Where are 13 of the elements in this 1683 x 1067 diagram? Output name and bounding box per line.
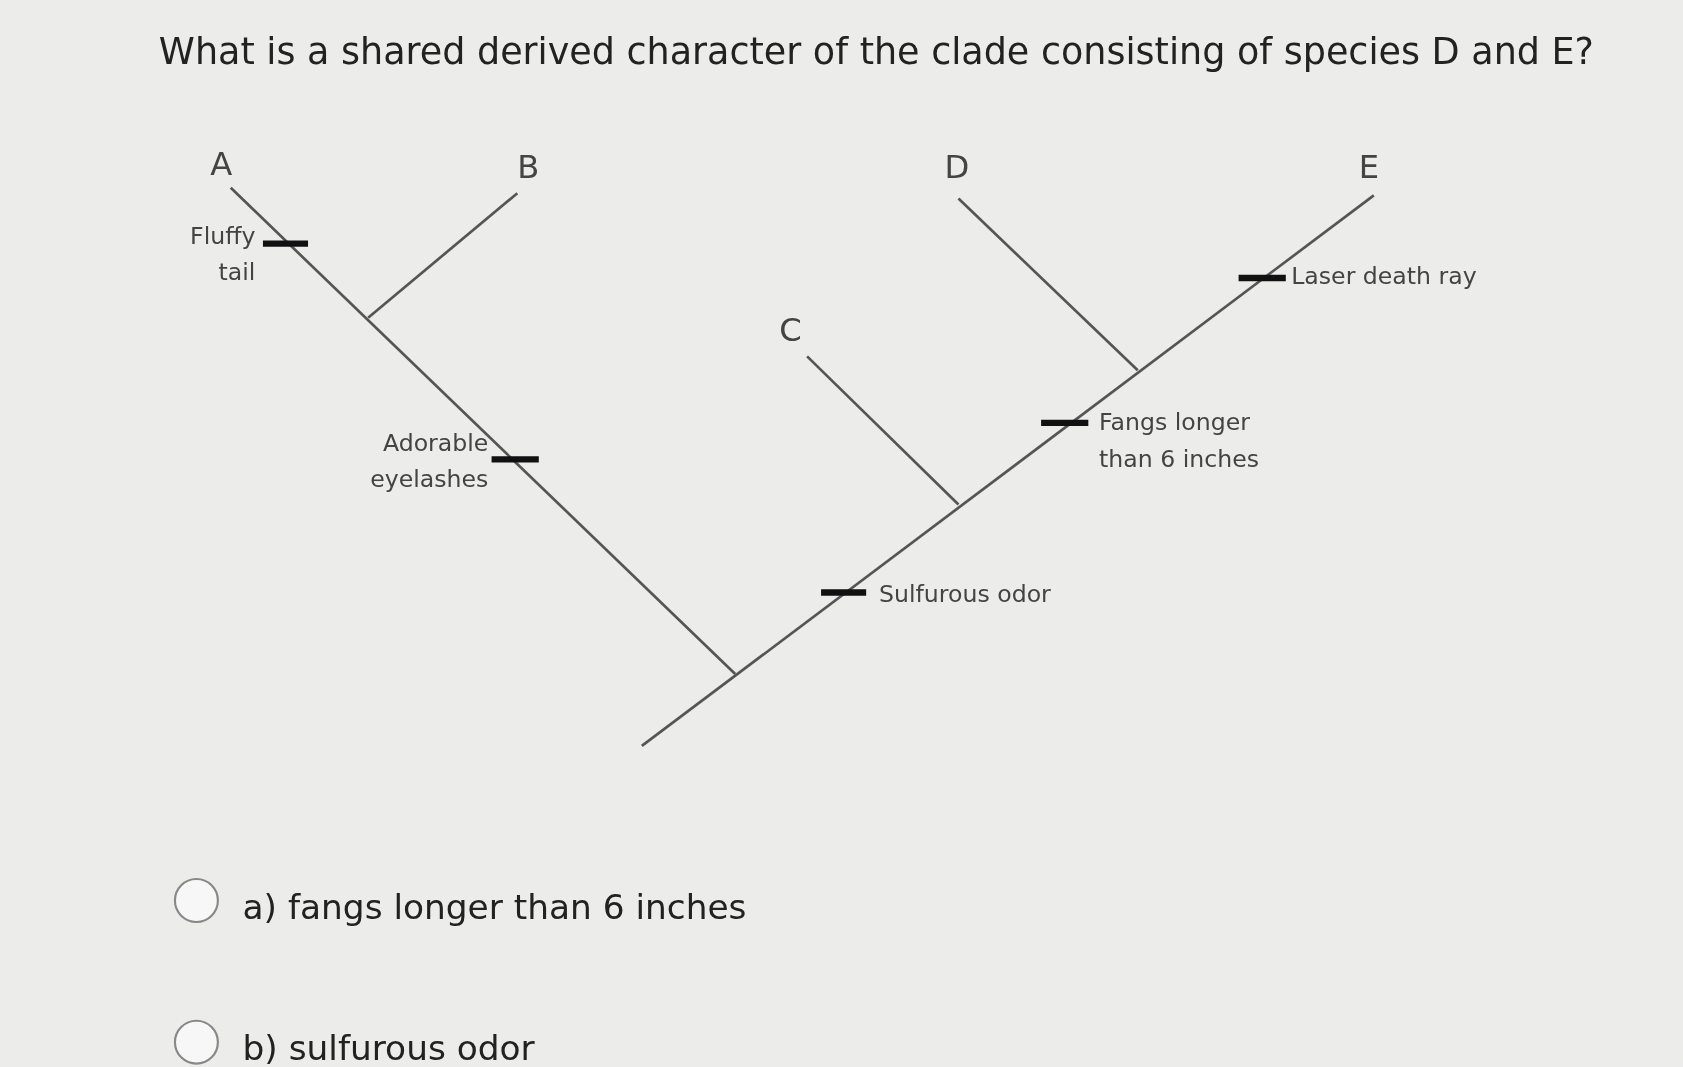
trait-label: Fangs longer than 6 inches <box>1099 407 1261 475</box>
question-text: What is a shared derived character of the clade consisting of species D and E? <box>158 30 1594 73</box>
answer-option: b) sulfurous odor <box>242 1028 535 1067</box>
trait-label: Adorable eyelashes <box>369 428 489 495</box>
answer-option: a) fangs longer than 6 inches <box>242 886 747 928</box>
species-label: A <box>210 144 233 183</box>
trait-label: Laser death ray <box>1291 261 1477 292</box>
trait-label: Sulfurous odor <box>879 579 1051 610</box>
species-label: D <box>944 148 970 186</box>
trait-label: Fluffy tail <box>189 221 256 288</box>
species-label: C <box>779 311 802 349</box>
species-label: E <box>1358 148 1380 186</box>
species-label: B <box>517 148 540 186</box>
